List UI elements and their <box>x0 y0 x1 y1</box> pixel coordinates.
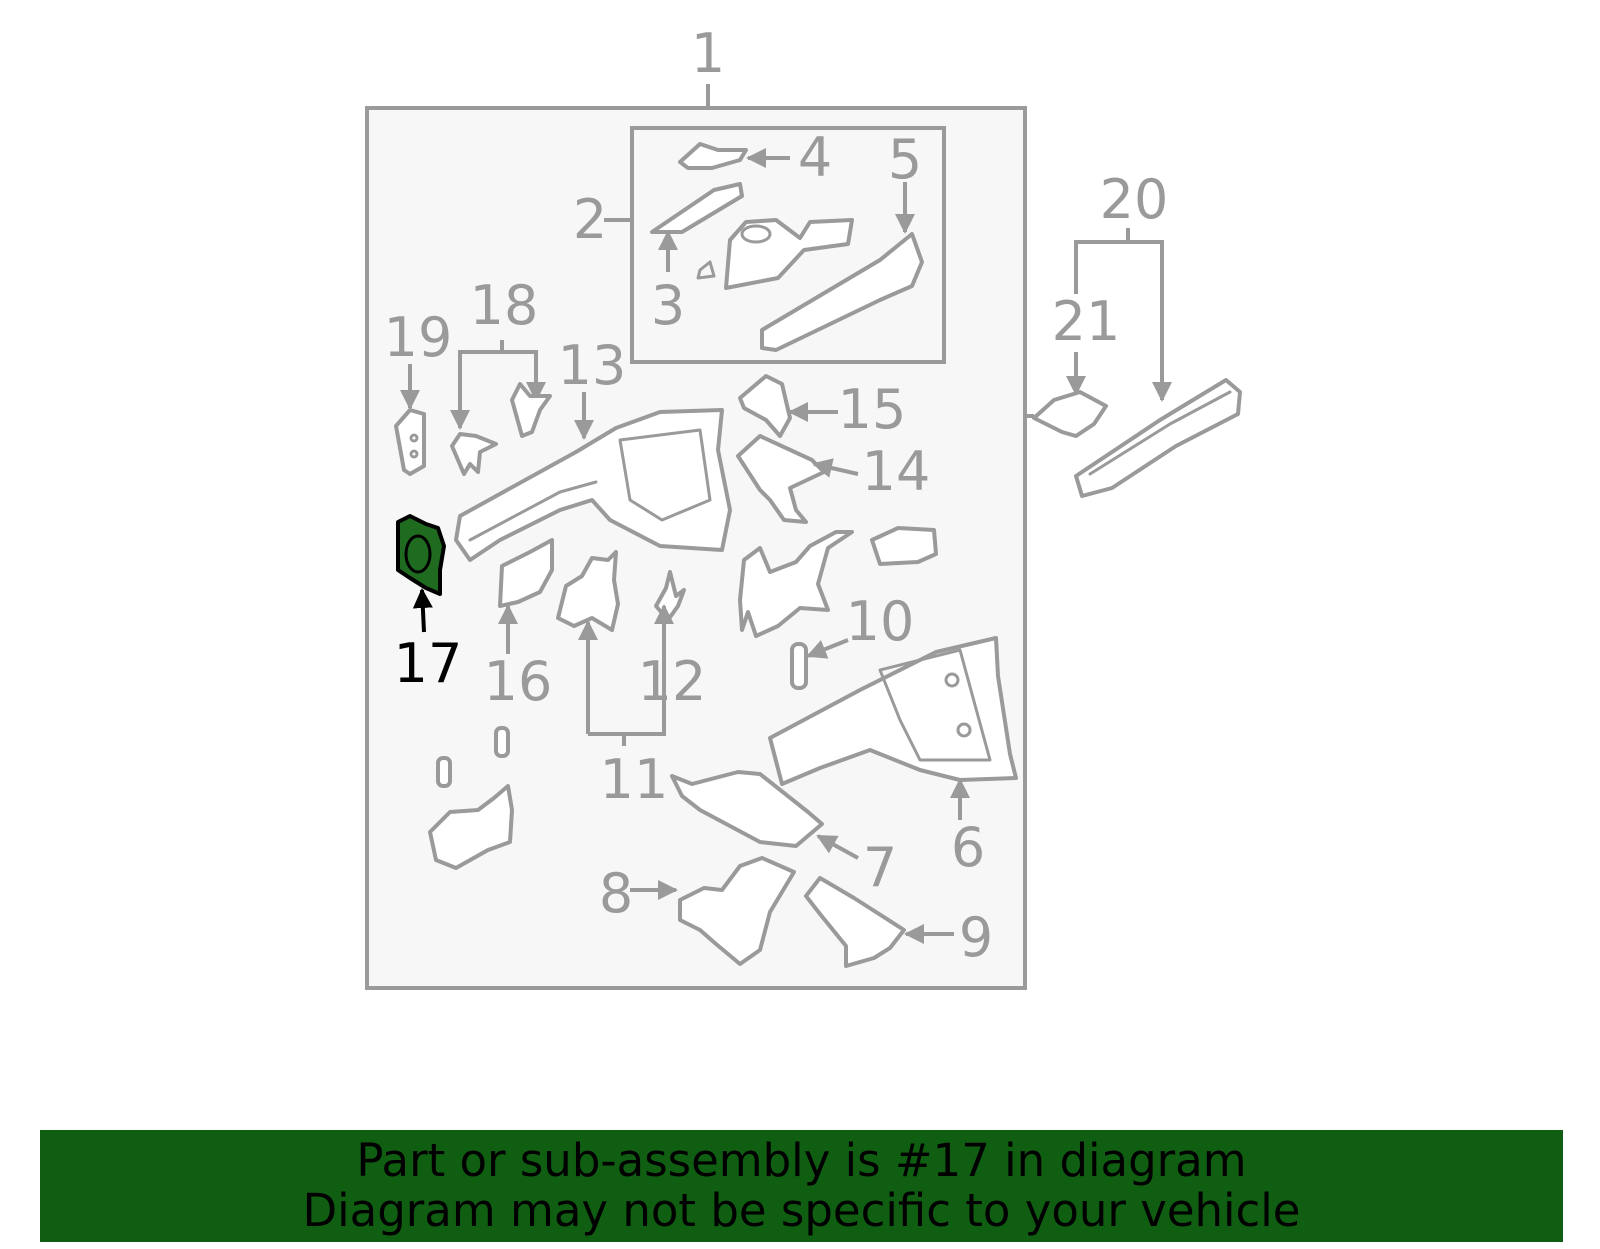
part-5 <box>760 232 924 352</box>
part-10 <box>790 642 808 690</box>
banner-line-1: Part or sub-assembly is #17 in diagram <box>356 1134 1247 1187</box>
part-11a <box>556 550 620 632</box>
callout-5: 5 <box>888 128 922 191</box>
part-20 <box>1074 378 1242 498</box>
callout-9: 9 <box>959 906 993 969</box>
callout-20: 20 <box>1100 168 1169 231</box>
info-banner: Part or sub-assembly is #17 in diagram D… <box>40 1130 1563 1242</box>
part-pin-b <box>494 726 510 758</box>
callout-17: 17 <box>394 632 463 695</box>
part-21 <box>1032 390 1108 438</box>
part-15 <box>738 374 792 438</box>
callout-16: 16 <box>484 650 553 713</box>
parts-diagram: 1 2 4 3 5 19 18 13 15 14 17 <box>365 22 1242 990</box>
banner-line-2: Diagram may not be specific to your vehi… <box>302 1184 1301 1237</box>
callout-8: 8 <box>599 862 633 925</box>
part-18a <box>450 432 498 476</box>
part-17 <box>396 514 446 596</box>
part-13 <box>454 408 732 562</box>
callout-13: 13 <box>558 334 627 397</box>
part-18b <box>510 382 552 438</box>
callout-3: 3 <box>651 274 685 337</box>
callout-2: 2 <box>573 188 607 251</box>
callout-4: 4 <box>798 126 832 189</box>
callout-14: 14 <box>862 440 931 503</box>
part-inner-bracket-b <box>870 526 938 566</box>
callout-7: 7 <box>863 836 897 899</box>
callout-6: 6 <box>951 816 985 879</box>
part-14 <box>736 434 826 524</box>
callout-18: 18 <box>470 274 539 337</box>
callout-10: 10 <box>846 590 915 653</box>
part-9 <box>804 876 906 968</box>
part-4 <box>678 142 748 170</box>
callout-19: 19 <box>384 306 453 369</box>
part-5-apron <box>724 218 854 290</box>
callout-21: 21 <box>1052 290 1121 353</box>
part-19 <box>394 408 426 476</box>
callout-12: 12 <box>638 650 707 713</box>
part-7 <box>670 770 824 848</box>
callout-11: 11 <box>600 748 669 811</box>
part-inner-bracket-a <box>738 530 854 638</box>
part-pin-a <box>436 756 452 788</box>
part-lower-bracket <box>428 784 514 870</box>
part-8 <box>678 856 796 966</box>
callout-1: 1 <box>691 22 725 85</box>
part-17-hole <box>404 534 432 574</box>
callout-15: 15 <box>838 378 907 441</box>
